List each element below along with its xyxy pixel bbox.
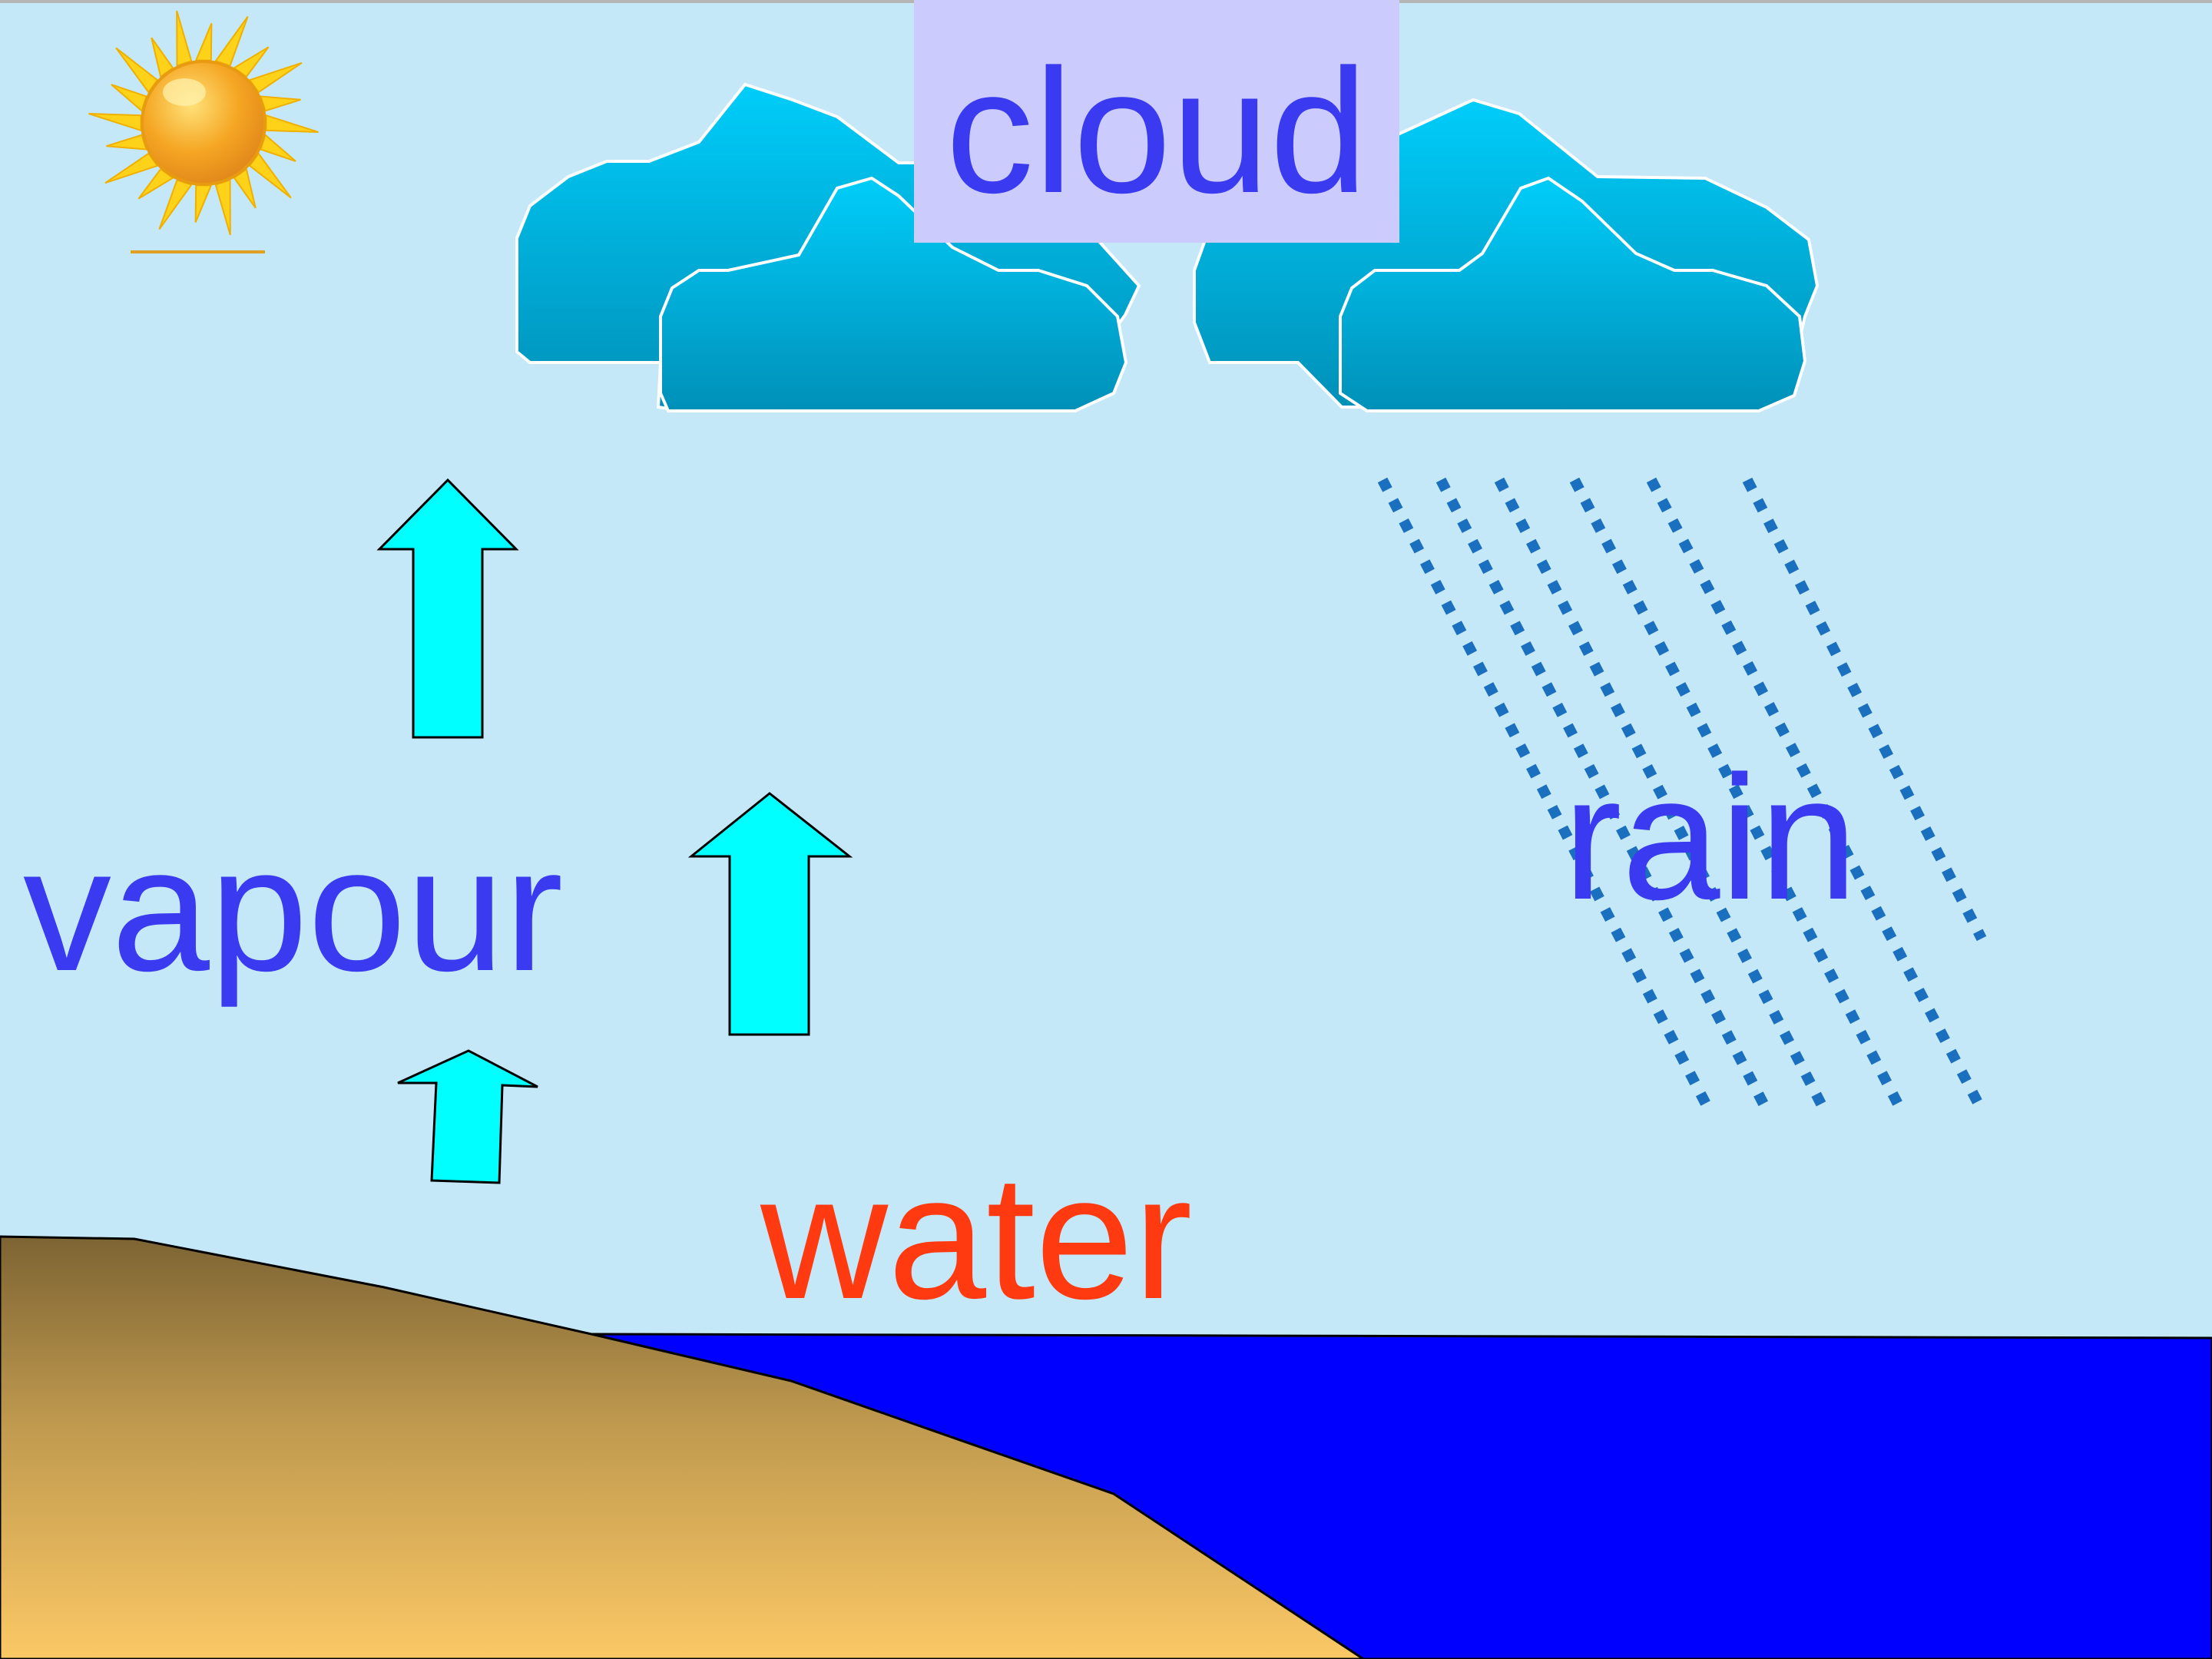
sun-icon bbox=[88, 10, 319, 253]
rain-label: rain bbox=[1563, 739, 1858, 936]
vapour-arrow-3 bbox=[397, 1049, 538, 1184]
rain-drops-icon bbox=[1377, 477, 1987, 1113]
water-label: water bbox=[760, 1138, 1192, 1336]
vapour-arrow-1 bbox=[376, 478, 519, 739]
rain-streak bbox=[1742, 477, 1987, 942]
up-arrow-icon bbox=[376, 478, 853, 1184]
cloud-label: cloud bbox=[945, 32, 1368, 230]
land bbox=[0, 1235, 1366, 1659]
cloud-label-box bbox=[914, 0, 1399, 243]
rain-streak bbox=[1377, 477, 1714, 1113]
rain-streak bbox=[1569, 477, 1906, 1113]
rain-streak bbox=[1494, 477, 1830, 1113]
vapour-label: vapour bbox=[23, 810, 563, 1008]
rain-streak bbox=[1435, 477, 1772, 1113]
rain-streak bbox=[1646, 477, 1987, 1113]
cloud-icon bbox=[515, 82, 1820, 412]
vapour-arrow-2 bbox=[687, 792, 853, 1036]
